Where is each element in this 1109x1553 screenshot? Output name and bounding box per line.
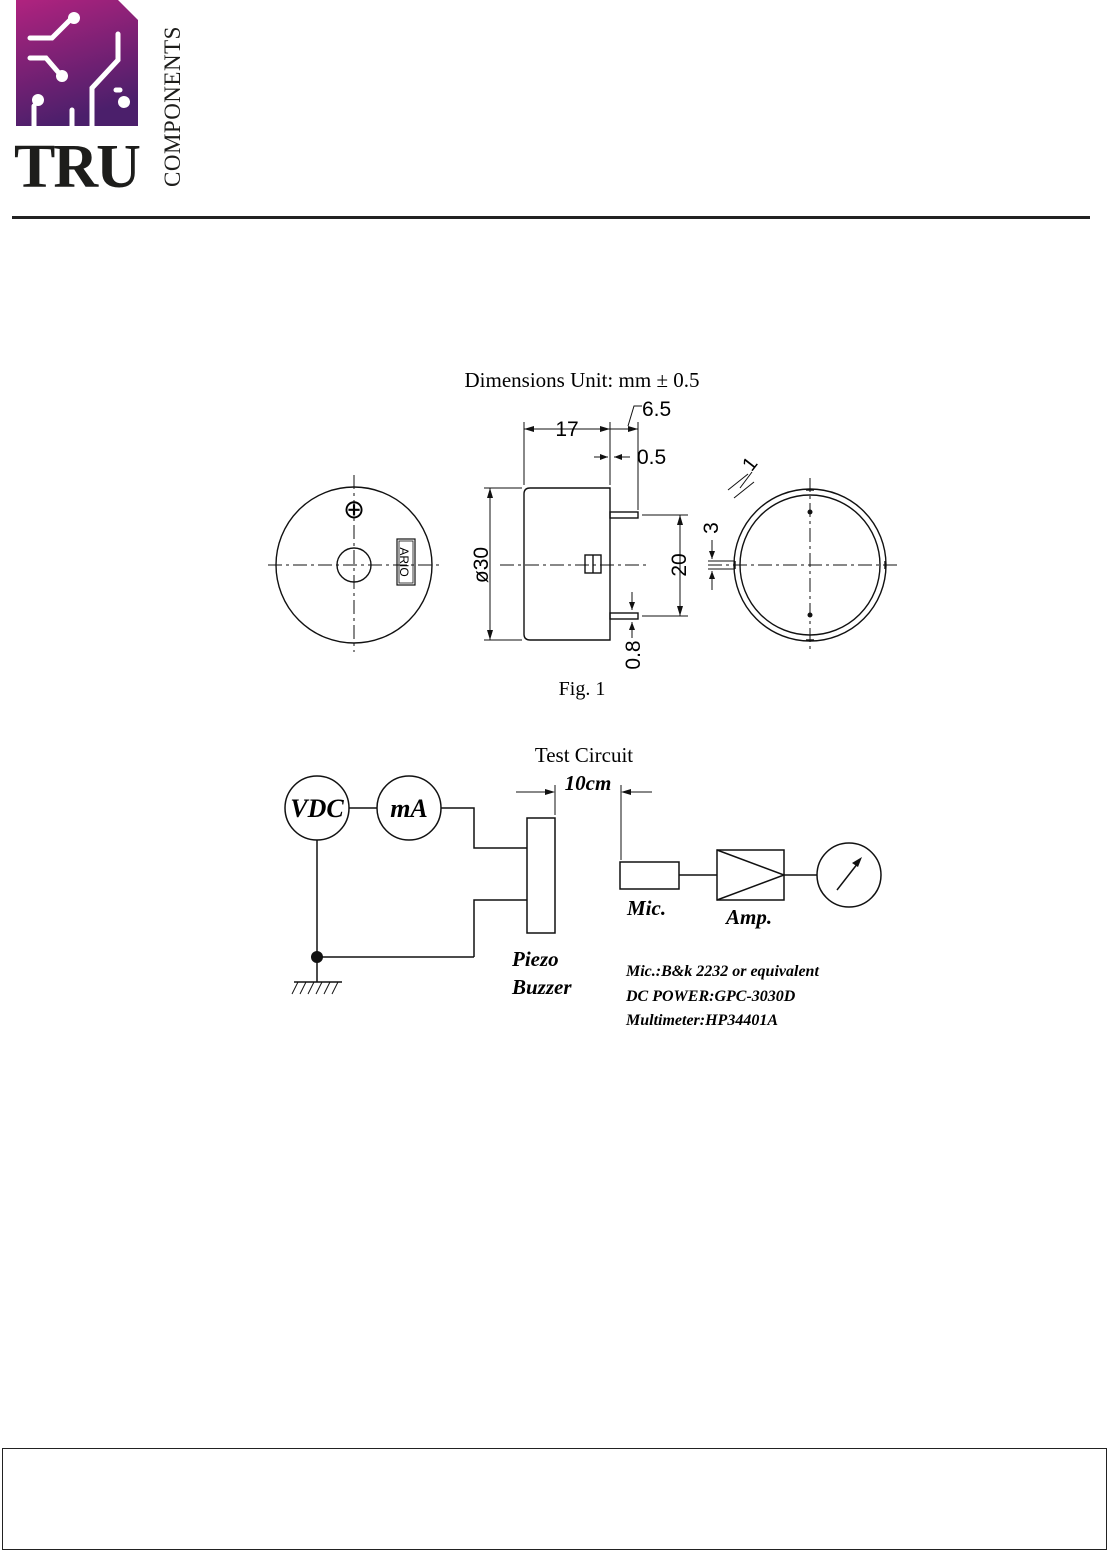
case-label: ARIO (397, 547, 411, 576)
distance-label: 10cm (565, 771, 612, 795)
logo-text-components: COMPONENTS (160, 26, 182, 187)
dim-pin-thickness: 0.8 (622, 640, 645, 669)
logo-text-tru: TRU (14, 133, 140, 195)
amp-label: Amp. (724, 905, 772, 929)
dim-length: 17 (555, 418, 578, 441)
side-view (484, 405, 688, 641)
note-line: Multimeter:HP34401A (625, 1012, 778, 1029)
footer-box (2, 1448, 1107, 1550)
dim-pin-spacing: 20 (668, 553, 691, 576)
dim-pin-length: 6.5 (642, 398, 671, 421)
plus-terminal-icon: ⊕ (343, 495, 365, 524)
front-view (268, 475, 440, 652)
mic-label: Mic. (626, 896, 666, 920)
buzzer-label-line1: Piezo (511, 947, 559, 971)
test-circuit-title: Test Circuit (535, 743, 633, 767)
figure-caption: Fig. 1 (559, 678, 606, 700)
dim-diameter: ø30 (470, 547, 493, 583)
milliamp-label: mA (390, 794, 428, 823)
note-line: Mic.:B&k 2232 or equivalent (625, 963, 819, 980)
test-circuit-diagram (284, 775, 882, 995)
note-line: DC POWER:GPC-3030D (625, 988, 796, 1005)
dim-rim-width: 1 (738, 453, 762, 475)
drawing-area: Dimensions Unit: mm ± 0.5 (240, 360, 920, 1045)
buzzer-label-line2: Buzzer (511, 975, 572, 999)
tru-components-logo: TRU COMPONENTS (12, 0, 185, 201)
logo-mark-icon (16, 0, 138, 126)
header-divider (12, 216, 1090, 219)
vdc-label: VDC (290, 794, 344, 823)
rear-view (708, 471, 898, 652)
dim-pin-width: 0.5 (637, 446, 666, 469)
dim-slot-width: 3 (700, 522, 723, 534)
dimensions-title: Dimensions Unit: mm ± 0.5 (465, 368, 700, 392)
